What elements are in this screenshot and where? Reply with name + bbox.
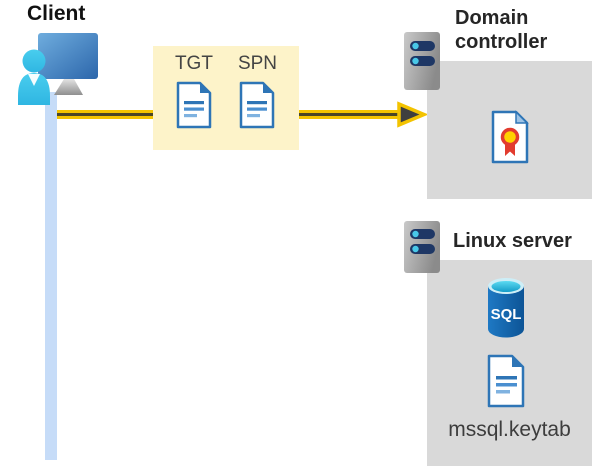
token-box: TGT SPN (153, 46, 299, 150)
linux-server-title: Linux server (453, 230, 572, 252)
spn-label: SPN (237, 53, 278, 74)
domain-controller-title: Domain controller (455, 7, 548, 54)
sql-label: SQL (491, 306, 522, 323)
certificate-icon (491, 110, 529, 164)
keytab-document-icon (487, 354, 525, 408)
spn-token: SPN (238, 53, 277, 150)
tgt-label: TGT (174, 53, 213, 74)
tgt-token: TGT (175, 53, 213, 150)
client-icon (18, 33, 98, 105)
user-icon (18, 49, 50, 105)
domain-controller-server-icon (404, 32, 440, 90)
sql-database-icon: SQL (488, 278, 524, 338)
keytab-label: mssql.keytab (448, 418, 571, 441)
tgt-document-icon (176, 81, 212, 129)
spn-document-icon (240, 81, 275, 129)
linux-server-icon (404, 221, 440, 273)
client-lifeline (45, 92, 57, 460)
arrow-head-icon (397, 101, 427, 128)
client-label: Client (27, 2, 86, 25)
monitor-icon (38, 33, 98, 95)
